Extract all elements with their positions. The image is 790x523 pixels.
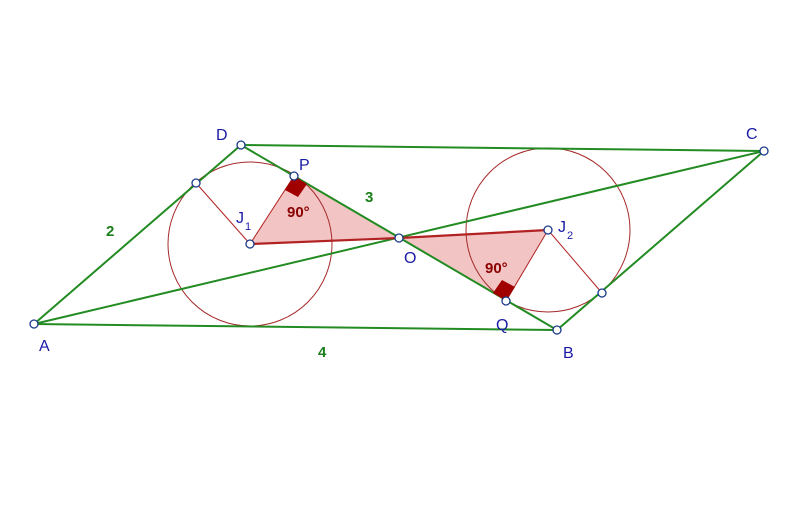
label-j2: J <box>558 219 566 236</box>
angle-label-q: 90° <box>485 260 508 277</box>
length-ab: 4 <box>318 344 327 361</box>
point-tangent-ad <box>191 178 201 188</box>
side-ab <box>33 323 558 331</box>
segment-j1-tangent-ad <box>195 182 251 245</box>
label-p: P <box>299 157 310 174</box>
label-q: Q <box>496 317 508 334</box>
segment-j1-p <box>249 175 295 245</box>
point-q <box>501 296 511 306</box>
right-angle-mark-p <box>285 176 307 197</box>
point-p <box>289 171 299 181</box>
point-tangent-bc <box>597 288 607 298</box>
segment-j2-tangent-bc <box>547 229 603 294</box>
label-j1-sub: 1 <box>245 221 251 233</box>
label-a: A <box>39 338 50 355</box>
label-c: C <box>746 126 758 143</box>
side-bc <box>556 150 765 331</box>
length-ad: 2 <box>106 223 114 240</box>
point-d <box>236 140 246 150</box>
point-o <box>394 233 404 243</box>
label-b: B <box>563 345 574 362</box>
segment-j2-o <box>398 228 549 240</box>
point-j2 <box>543 225 553 235</box>
length-do: 3 <box>365 189 373 206</box>
side-cd <box>240 144 765 152</box>
right-angle-mark-q <box>493 280 515 301</box>
label-o: O <box>404 250 416 267</box>
point-a <box>29 319 39 329</box>
side-da <box>33 144 242 325</box>
point-j1 <box>245 239 255 249</box>
angle-label-p: 90° <box>287 204 310 221</box>
label-d: D <box>216 127 228 144</box>
label-j1: J <box>236 210 244 227</box>
triangle-j2-q-o <box>399 231 547 301</box>
segment-j1-o <box>249 236 400 246</box>
point-b <box>552 325 562 335</box>
label-j2-sub: 2 <box>567 230 573 242</box>
point-c <box>759 146 769 156</box>
